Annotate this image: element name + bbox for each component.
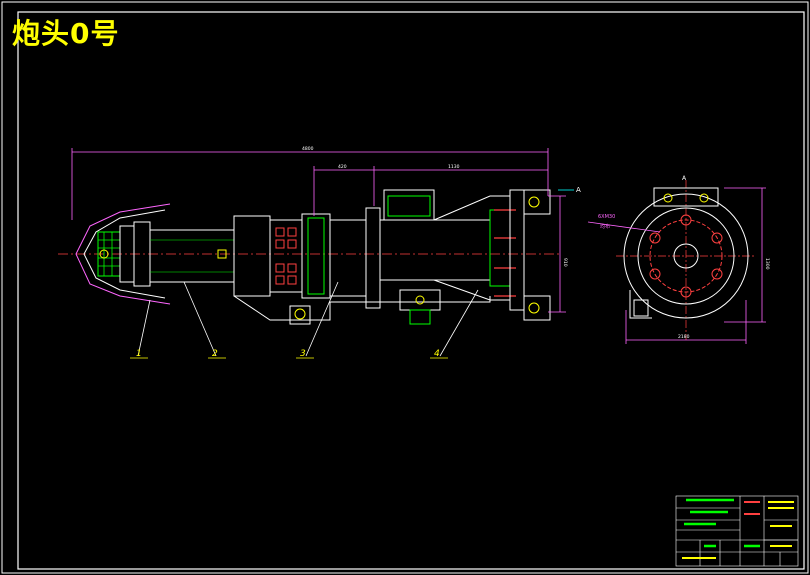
- bolt-callout-note: 均布: [600, 223, 610, 230]
- dim-overall-length: 4800: [302, 146, 314, 152]
- dimensions-end: [587, 187, 766, 344]
- dimensions-side: [71, 148, 566, 313]
- title-block: [675, 495, 799, 567]
- dim-upper-right: 1130: [448, 164, 460, 170]
- nozzle-cone: [75, 203, 171, 305]
- dim-height: 910: [562, 258, 568, 267]
- main-body: [329, 219, 367, 297]
- part-number-2: 2: [212, 349, 218, 359]
- bolt-callout: 6XM30: [598, 214, 615, 220]
- end-view: [616, 180, 756, 340]
- barrel: [149, 229, 235, 283]
- end-flange-outer: [623, 193, 749, 319]
- part-number-1: 1: [136, 349, 142, 359]
- dim-end-width: 2180: [678, 334, 690, 340]
- dim-end-height: 1300: [764, 258, 770, 270]
- leader-lines: [137, 281, 479, 357]
- dim-upper-left: 420: [338, 164, 347, 170]
- side-view: [58, 189, 560, 325]
- part-number-4: 4: [434, 349, 440, 359]
- drawing-title: 炮头0号: [12, 17, 120, 50]
- inner-frame: [17, 11, 805, 570]
- section-mark-a-end: A: [682, 175, 687, 182]
- part-number-3: 3: [300, 349, 306, 359]
- section-mark-a: A: [576, 186, 581, 194]
